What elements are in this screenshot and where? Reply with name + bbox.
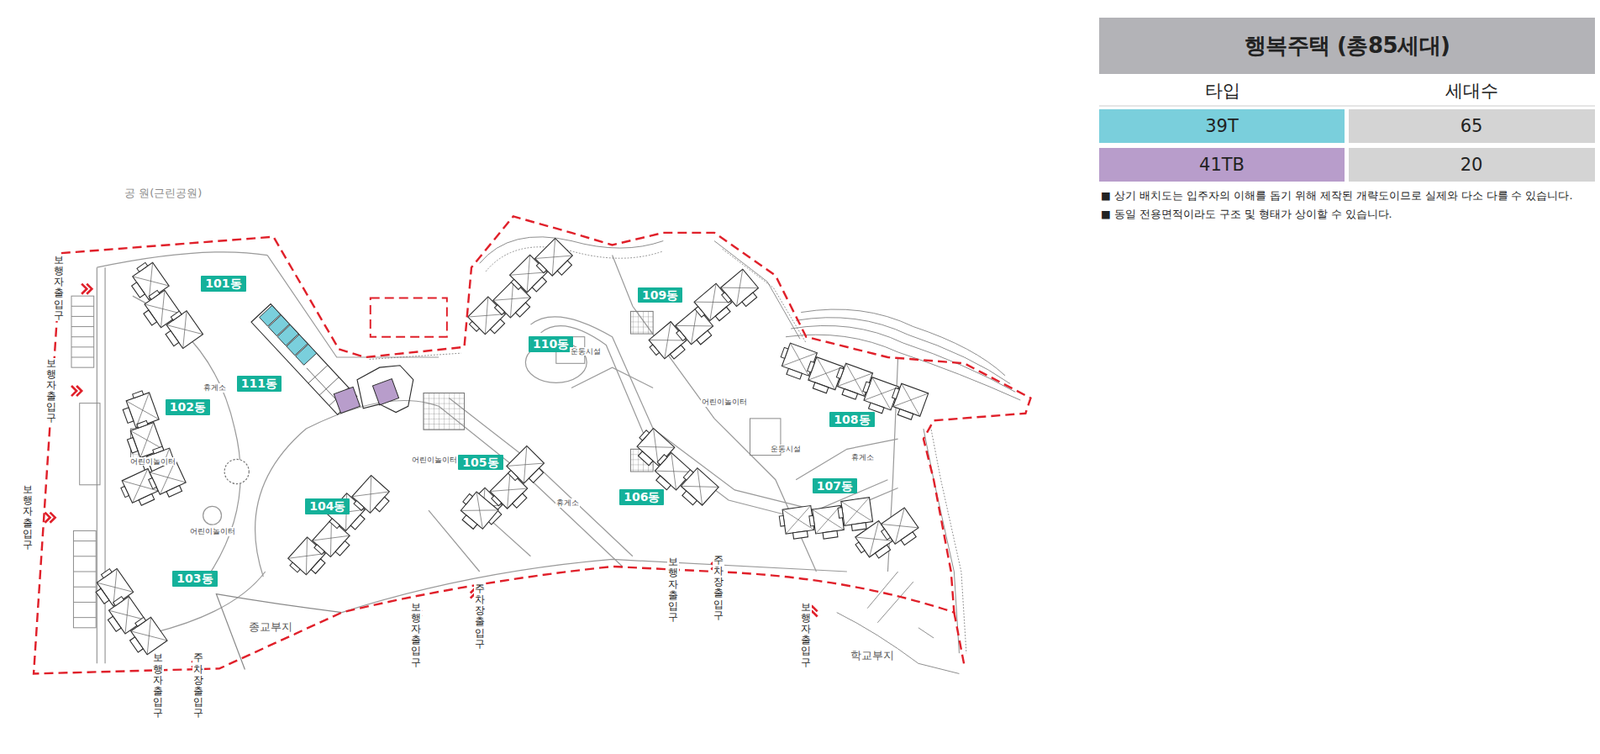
area-label: 공 원(근린공원)	[122, 187, 204, 200]
table-cell: 20	[1460, 154, 1484, 175]
table-cell	[1348, 147, 1595, 182]
table-rule	[1099, 105, 1595, 107]
legend-text: 39T	[1205, 115, 1239, 137]
facility-label: 어린이놀이터	[129, 457, 177, 466]
entrance-label: 보행자 출입구	[52, 254, 65, 322]
building-number: 110동	[532, 336, 569, 351]
facility-label: 휴게소	[850, 452, 875, 462]
table-header	[1099, 76, 1595, 106]
garden-grid	[423, 393, 465, 431]
road-lines	[96, 252, 898, 664]
building-number: 105동	[462, 455, 499, 469]
building-107	[852, 504, 922, 569]
entrance-label: 보행자 출입구	[800, 601, 812, 669]
site-boundary	[953, 612, 964, 666]
building-tag: 103동	[172, 570, 217, 587]
site-label: 종교부지	[247, 621, 295, 634]
building-102	[118, 456, 189, 514]
building-number: 111동	[241, 376, 278, 390]
table-title: 행복주택 (총85세대)	[1244, 31, 1451, 61]
building-tag: 111동	[236, 375, 282, 392]
parking-strips	[71, 295, 100, 628]
entrance-label: 보행자 출입구	[667, 556, 679, 623]
building-number: 102동	[169, 400, 206, 414]
building-tag: 110동	[528, 336, 574, 353]
building-number: 101동	[205, 276, 242, 290]
contour-lines	[369, 236, 1022, 653]
note-text: ■ 동일 전용면적이라도 구조 및 형태가 상이할 수 있습니다.	[1100, 208, 1393, 221]
playground-grid	[630, 310, 653, 334]
table-title-bar	[1099, 17, 1595, 74]
site-drawing	[33, 215, 1031, 674]
legend-swatch: 41TB	[1099, 147, 1345, 182]
buildings	[84, 233, 929, 662]
facility-label: 어린이놀이터	[700, 397, 748, 406]
legend-text: 41TB	[1199, 154, 1245, 175]
building-tag: 109동	[637, 287, 683, 304]
building-tag: 104동	[305, 498, 350, 515]
building-number: 107동	[816, 478, 853, 493]
building-number: 108동	[833, 412, 870, 427]
entrance-label: 주차장 출입구	[192, 652, 205, 719]
building-101	[120, 258, 203, 356]
entrance-label: 보행자 출입구	[45, 357, 58, 425]
round-plaza	[224, 458, 249, 484]
facility-label: 어린이놀이터	[410, 455, 458, 464]
building-103	[84, 564, 168, 662]
building-111-annex	[357, 365, 414, 413]
facility-label: 운동시설	[569, 347, 602, 356]
building-tag: 105동	[457, 454, 503, 471]
site-boundary	[33, 215, 1031, 674]
entrance-label: 주차장 출입구	[712, 554, 725, 622]
table-cell	[1348, 109, 1595, 143]
facility-label: 휴게소	[555, 498, 580, 507]
entrance-label: 보행자 출입구	[152, 652, 164, 719]
table-cell: 세대수	[1445, 80, 1499, 101]
building-104	[285, 471, 395, 587]
building-105	[453, 489, 499, 534]
unit-41tb	[333, 386, 360, 413]
round-plaza	[203, 505, 222, 525]
building-tag: 108동	[829, 411, 874, 428]
school-site-lines	[836, 571, 960, 674]
building-number: 109동	[642, 288, 679, 302]
excluded-lot	[370, 298, 448, 337]
unit-41tb	[372, 378, 399, 406]
building-number: 104동	[309, 499, 346, 513]
building-110	[464, 233, 577, 346]
building-109	[645, 264, 763, 371]
building-tag: 102동	[165, 399, 211, 416]
facility-label: 운동시설	[769, 444, 802, 453]
building-108	[774, 341, 929, 426]
building-tag: 106동	[619, 489, 664, 506]
building-number: 103동	[176, 571, 213, 585]
site-label: 학교부지	[848, 649, 896, 663]
note-text: ■ 상기 배치도는 입주자의 이해를 돕기 위해 제작된 개략도이므로 실제와 …	[1100, 189, 1573, 202]
legend-table	[1099, 17, 1595, 182]
building-number: 106동	[623, 489, 660, 504]
entrance-marks	[44, 284, 817, 669]
facility-label: 휴게소	[202, 383, 227, 392]
legend-swatch: 39T	[1099, 109, 1345, 143]
building-tag: 107동	[812, 478, 858, 495]
religious-site-outline	[215, 594, 342, 670]
entrance-label: 보행자 출입구	[21, 484, 34, 551]
table-cell: 타입	[1205, 80, 1241, 101]
entrance-label: 주차장 출입구	[473, 583, 486, 650]
entrance-label: 보행자 출입구	[410, 601, 422, 669]
building-tag: 101동	[200, 275, 246, 292]
facility-label: 어린이놀이터	[189, 526, 237, 536]
table-cell: 65	[1460, 115, 1484, 137]
